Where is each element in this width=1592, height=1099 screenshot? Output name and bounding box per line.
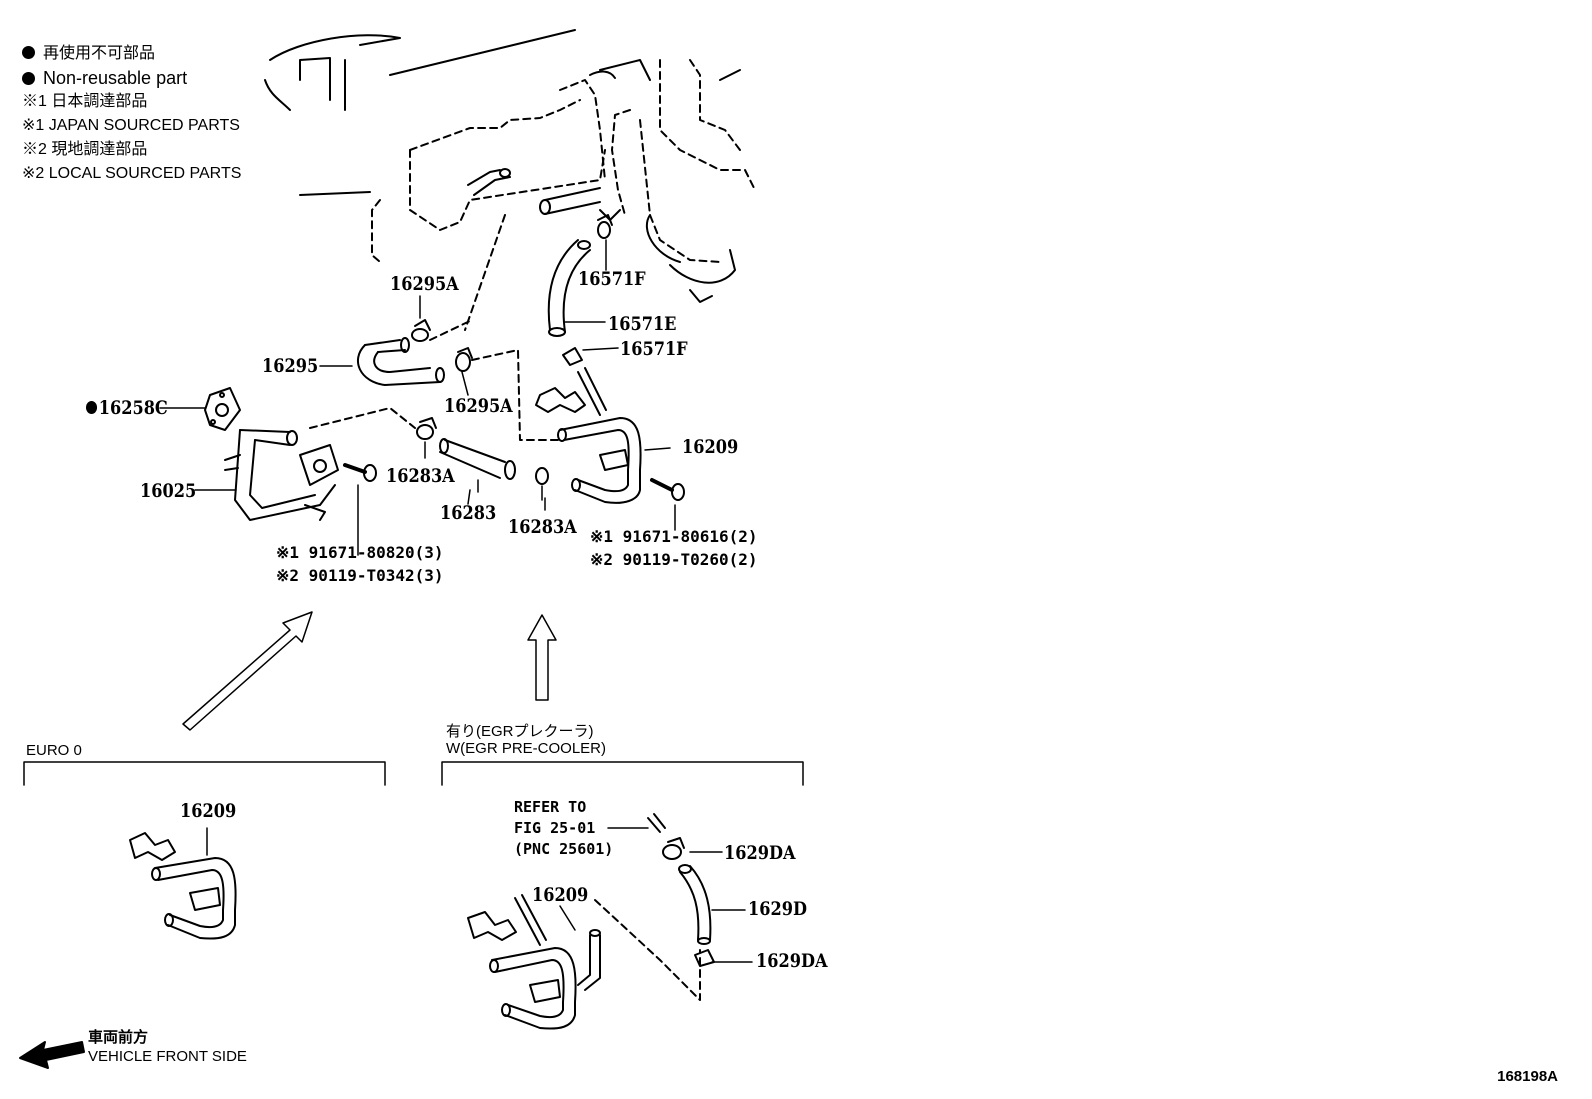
part-label-16571E[interactable]: 16571E — [608, 313, 677, 335]
nonreusable-dot-icon — [86, 401, 98, 414]
leader-lines — [159, 239, 753, 963]
pipe-16209-euro — [129, 827, 237, 940]
variant-egr-label-jp: 有り(EGRプレクーラ) — [446, 723, 594, 740]
clamp-16571F-top — [597, 214, 613, 239]
part-label-16571F-top[interactable]: 16571F — [578, 268, 646, 290]
hose-1629D — [678, 864, 712, 945]
bullet-icon — [22, 72, 35, 85]
bolt-left-japan[interactable]: ※1 91671-80820(3) — [276, 543, 444, 562]
part-label-1629D[interactable]: 1629D — [748, 898, 807, 920]
part-label-1629DA-top[interactable]: 1629DA — [724, 842, 796, 864]
part-label-16209-main[interactable]: 16209 — [682, 436, 739, 458]
guide-lines — [309, 214, 701, 1001]
part-label-16283A-right[interactable]: 16283A — [508, 516, 577, 538]
part-label-16209-egr[interactable]: 16209 — [532, 884, 589, 906]
bullet-icon — [22, 46, 35, 59]
part-label-16283[interactable]: 16283 — [440, 502, 497, 524]
clamp-16571F-bottom — [562, 347, 583, 366]
part-label-16283A-left[interactable]: 16283A — [386, 465, 455, 487]
pipe-16025 — [224, 429, 339, 521]
bolt-left — [343, 463, 377, 556]
bolt-right-local[interactable]: ※2 90119-T0260(2) — [590, 550, 758, 569]
part-label-1629DA-bottom[interactable]: 1629DA — [756, 950, 828, 972]
variant-brackets — [23, 761, 804, 786]
part-label-16258C[interactable]: 16258C — [86, 397, 168, 419]
hose-16571E — [547, 239, 591, 337]
part-label-16571F-bottom[interactable]: 16571F — [620, 338, 688, 360]
bolt-right-japan[interactable]: ※1 91671-80616(2) — [590, 527, 758, 546]
pipe-16209-egr — [467, 894, 601, 1030]
part-label-16295[interactable]: 16295 — [262, 355, 319, 377]
legend-mark2-jp: ※2 現地調達部品 — [22, 141, 148, 158]
refer-line-1: REFER TO — [514, 798, 587, 816]
legend: 再使用不可部品 Non-reusable part ※1 日本調達部品 ※1 J… — [22, 42, 241, 186]
refer-line-2: FIG 25-01 — [514, 819, 596, 837]
legend-mark2-en: ※2 LOCAL SOURCED PARTS — [22, 165, 242, 182]
part-label-16295A-top[interactable]: 16295A — [390, 273, 459, 295]
legend-mark1-en: ※1 JAPAN SOURCED PARTS — [22, 117, 240, 134]
legend-mark1-jp: ※1 日本調達部品 — [22, 93, 148, 110]
bolt-left-local[interactable]: ※2 90119-T0342(3) — [276, 566, 444, 585]
clamp-1629DA-bottom — [694, 949, 715, 967]
part-label-16295A-bottom[interactable]: 16295A — [444, 395, 513, 417]
engine-outline — [264, 29, 756, 303]
clamp-16283A-left — [416, 417, 437, 459]
clamp-16295A-top — [411, 319, 431, 342]
hose-16283 — [439, 438, 516, 493]
hose-16295 — [356, 337, 445, 386]
pipe-16209-main — [535, 367, 671, 504]
variant-euro-label: EURO 0 — [26, 742, 82, 759]
vehicle-front-en: VEHICLE FRONT SIDE — [88, 1048, 247, 1065]
vehicle-front-arrow — [19, 1041, 85, 1069]
refer-pipe-stub — [647, 813, 666, 833]
part-label-16025[interactable]: 16025 — [140, 480, 197, 502]
variant-egr-label-en: W(EGR PRE-COOLER) — [446, 740, 607, 757]
gasket-16258C — [204, 387, 241, 431]
arrow-diagonal — [182, 611, 313, 731]
bolt-right — [650, 478, 685, 531]
clamp-16283A-right — [535, 467, 549, 501]
refer-line-3: (PNC 25601) — [514, 840, 614, 858]
legend-nonreusable-en: Non-reusable part — [22, 66, 241, 90]
part-label-16209-euro[interactable]: 16209 — [180, 800, 237, 822]
illustration-code: 168198A — [1497, 1068, 1558, 1085]
clamp-16295A-bottom — [455, 347, 473, 372]
arrow-up — [527, 614, 557, 701]
legend-nonreusable-jp: 再使用不可部品 — [22, 42, 241, 66]
clamp-1629DA-top — [662, 837, 685, 860]
refer-note[interactable]: REFER TO FIG 25-01 (PNC 25601) — [514, 797, 613, 860]
vehicle-front-jp: 車両前方 — [88, 1029, 149, 1046]
